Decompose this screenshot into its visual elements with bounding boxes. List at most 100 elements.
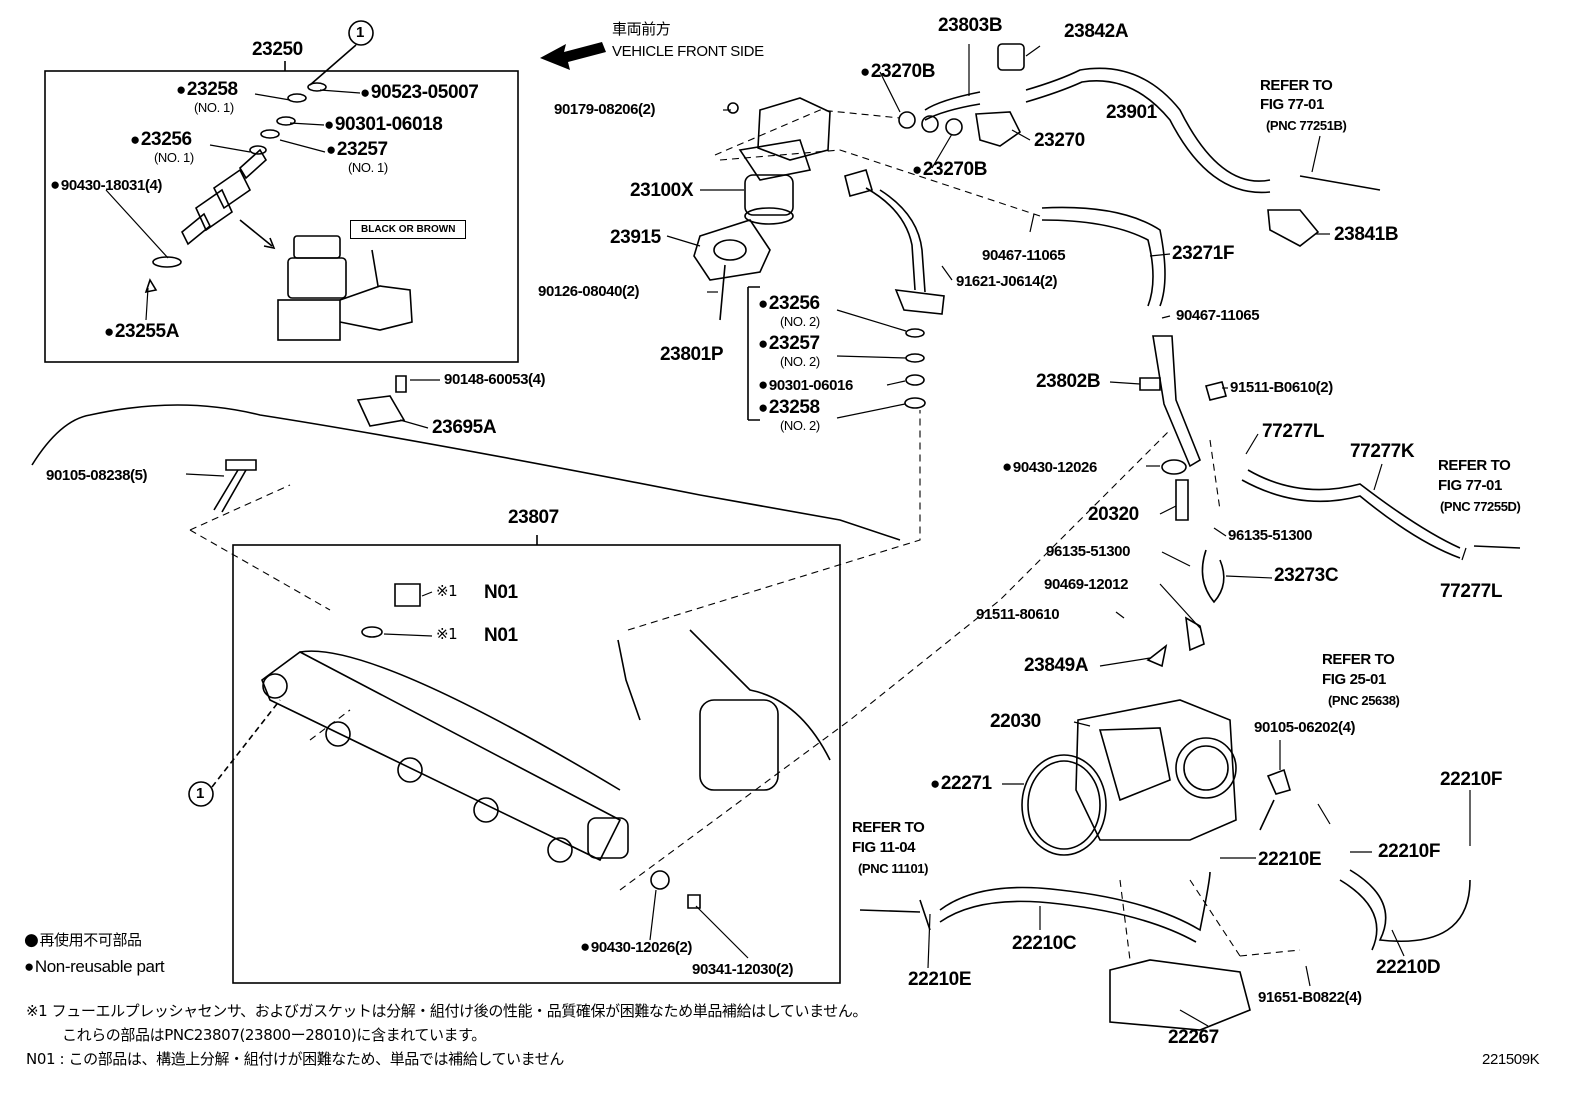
part-90430-12026-top: 90430-12026	[1002, 458, 1097, 475]
n01-label-a: N01	[484, 582, 518, 603]
refer-fig-25-01-line2: FIG 25-01	[1322, 671, 1386, 688]
part-91511-80610: 91511-80610	[976, 606, 1060, 623]
callout-number-bottom: 1	[196, 785, 204, 802]
part-23256-no1: 23256	[130, 130, 192, 149]
part-23841B: 23841B	[1334, 224, 1399, 245]
note-line-2: これらの部品はPNC23807(23800ー28010)に含まれています。	[62, 1026, 486, 1044]
callout-number-top: 1	[356, 24, 364, 41]
part-23273C: 23273C	[1274, 565, 1339, 586]
part-23842A: 23842A	[1064, 21, 1129, 42]
part-90301-06018: 90301-06018	[324, 115, 443, 134]
part-91651-B0822: 91651-B0822(4)	[1258, 989, 1362, 1006]
inset-box	[44, 70, 519, 363]
n01-mark-a: ※1	[436, 582, 458, 600]
part-23255A: 23255A	[104, 322, 180, 341]
part-90430-12026-rail: 90430-12026(2)	[580, 938, 693, 955]
refer-fig-11-04-line1: REFER TO	[852, 819, 925, 836]
part-90179-08206: 90179-08206(2)	[554, 101, 656, 118]
part-23271F: 23271F	[1172, 243, 1235, 264]
figure-id: 221509K	[1482, 1051, 1540, 1068]
fuel-line-drawing	[1139, 335, 1521, 652]
part-90105-08238: 90105-08238(5)	[46, 467, 148, 484]
injector-detail-drawing	[277, 235, 413, 341]
part-23258-no1: 23258	[176, 80, 238, 99]
refer-fig-77-01-a-line3: (PNC 77251B)	[1266, 118, 1347, 133]
part-23807: 23807	[508, 507, 559, 528]
part-91621-J0614: 91621-J0614(2)	[956, 273, 1058, 290]
part-23915: 23915	[610, 227, 661, 248]
refer-fig-11-04-line2: FIG 11-04	[852, 839, 916, 856]
part-22030: 22030	[990, 711, 1041, 732]
part-96135-51300-left: 96135-51300	[1046, 543, 1131, 560]
refer-fig-77-01-b-line2: FIG 77-01	[1438, 477, 1502, 494]
part-23257-no1: 23257	[326, 140, 388, 159]
part-90105-06202: 90105-06202(4)	[1254, 719, 1356, 736]
callout-circle-bottom	[188, 781, 214, 807]
legend-non-reusable-en: Non-reusable part	[24, 958, 165, 975]
part-22210F-top: 22210F	[1440, 769, 1503, 790]
part-23803B: 23803B	[938, 15, 1003, 36]
pump-drawing	[693, 97, 945, 321]
part-23256-no2: 23256	[758, 294, 820, 313]
rail-box	[232, 544, 841, 984]
refer-fig-77-01-a-line2: FIG 77-01	[1260, 96, 1324, 113]
part-23270B-bottom: 23270B	[912, 160, 988, 179]
front-arrow-icon	[540, 42, 606, 70]
part-23257-no1-sub: (NO. 1)	[348, 160, 388, 175]
part-23100X: 23100X	[630, 180, 694, 201]
part-96135-51300-right: 96135-51300	[1228, 527, 1313, 544]
hoses-drawing	[859, 869, 1471, 1031]
callout-circle-top	[348, 20, 374, 46]
fuel-rail-drawing	[261, 583, 629, 863]
refer-fig-25-01-line3: (PNC 25638)	[1328, 693, 1400, 708]
note-line-1: ※1 フューエルプレッシャセンサ、およびガスケットは分解・組付け後の性能・品質確…	[26, 1002, 868, 1020]
refer-fig-25-01-line1: REFER TO	[1322, 651, 1395, 668]
refer-fig-77-01-b-line1: REFER TO	[1438, 457, 1511, 474]
part-23270: 23270	[1034, 130, 1085, 151]
part-23258-no2: 23258	[758, 398, 820, 417]
part-23256-no2-sub: (NO. 2)	[780, 314, 820, 329]
part-22210F-bottom: 22210F	[1378, 841, 1441, 862]
front-side-en: VEHICLE FRONT SIDE	[612, 43, 764, 60]
front-side-jp: 車両前方	[612, 20, 671, 38]
part-23257-no2-sub: (NO. 2)	[780, 354, 820, 369]
part-22210E-right: 22210E	[1258, 849, 1322, 870]
refer-fig-77-01-b-line3: (PNC 77255D)	[1440, 499, 1521, 514]
part-23257-no2: 23257	[758, 334, 820, 353]
legend-non-reusable-jp: 再使用不可部品	[24, 932, 142, 949]
refer-fig-77-01-a-line1: REFER TO	[1260, 77, 1333, 94]
throttle-body-drawing	[1021, 699, 1291, 856]
part-23802B: 23802B	[1036, 371, 1101, 392]
pump-seals-drawing	[904, 328, 926, 409]
part-77277L-top: 77277L	[1262, 421, 1325, 442]
refer-fig-11-04-line3: (PNC 11101)	[858, 861, 929, 876]
part-20320: 20320	[1088, 504, 1139, 525]
part-23256-no1-sub: (NO. 1)	[154, 150, 194, 165]
part-90301-06016: 90301-06016	[758, 376, 853, 393]
part-23258-no2-sub: (NO. 2)	[780, 418, 820, 433]
black-or-brown-note: BLACK OR BROWN	[350, 220, 467, 239]
part-22267: 22267	[1168, 1027, 1219, 1048]
part-23849A: 23849A	[1024, 655, 1089, 676]
part-77277L-bottom: 77277L	[1440, 581, 1503, 602]
part-90126-08040: 90126-08040(2)	[538, 283, 640, 300]
part-23258-no1-sub: (NO. 1)	[194, 100, 234, 115]
part-23695A: 23695A	[432, 417, 497, 438]
part-90469-12012: 90469-12012	[1044, 576, 1129, 593]
part-77277K: 77277K	[1350, 441, 1415, 462]
part-22271: 22271	[930, 774, 992, 793]
part-90523-05007: 90523-05007	[360, 83, 479, 102]
part-23270B-top: 23270B	[860, 62, 936, 81]
fuel-pipe-drawing	[898, 43, 1381, 307]
part-22210E-bottom: 22210E	[908, 969, 972, 990]
part-91511-B0610: 91511-B0610(2)	[1230, 379, 1333, 396]
part-23250: 23250	[252, 39, 303, 60]
part-90341-12030: 90341-12030(2)	[692, 961, 794, 978]
part-22210D: 22210D	[1376, 957, 1441, 978]
note-line-3: N01 : この部品は、構造上分解・組付けが困難なため、単品では補給していません	[26, 1050, 565, 1068]
part-22210C: 22210C	[1012, 933, 1077, 954]
part-90467-11065-top: 90467-11065	[982, 247, 1066, 264]
n01-label-b: N01	[484, 625, 518, 646]
injector-drawing	[144, 82, 327, 294]
